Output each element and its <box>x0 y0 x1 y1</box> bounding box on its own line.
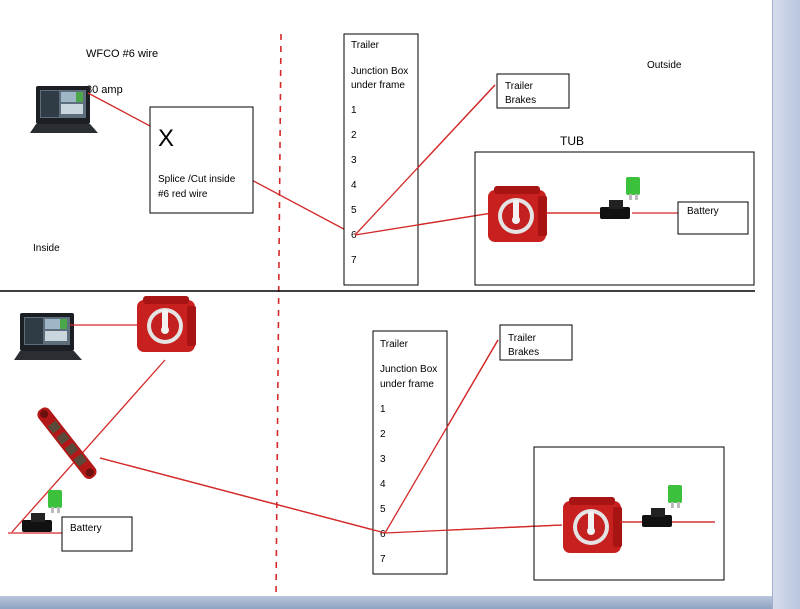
bottom-tub-box <box>533 446 725 581</box>
junction-top-pin: 2 <box>351 130 357 141</box>
junction-box-top <box>343 33 419 286</box>
inside-label: Inside <box>33 243 60 254</box>
monitor-icon <box>14 313 82 360</box>
amp-label: 30 amp <box>86 84 123 96</box>
window-bottom-edge <box>0 596 772 609</box>
junction-top-pin: 4 <box>351 180 357 191</box>
wire-switch-to-battery <box>11 359 166 533</box>
wire-overlay <box>384 524 563 534</box>
splice-box <box>149 106 254 214</box>
tub-label: TUB <box>560 134 584 148</box>
junction-bottom-pin: 7 <box>380 554 386 565</box>
wire-overlay <box>354 84 496 236</box>
junction-bottom-pin: 5 <box>380 504 386 515</box>
junction-top-title: Trailer <box>351 40 380 51</box>
junction-bottom-line1: Junction Box <box>380 364 437 375</box>
outside-label: Outside <box>647 60 682 71</box>
battery-bottom <box>61 516 133 552</box>
wire-overlay <box>384 339 499 534</box>
inside-outside-divider <box>275 33 282 596</box>
junction-bottom-pin: 3 <box>380 454 386 465</box>
splice-text-2: #6 red wire <box>158 189 208 200</box>
battery-switch-icon <box>137 296 196 352</box>
wiring-diagram: WFCO #6 wire 30 amp X Splice /Cut inside… <box>0 33 755 596</box>
junction-top-pin: 7 <box>351 255 357 266</box>
battery-switch-icon <box>488 186 547 242</box>
junction-bottom-pin: 1 <box>380 404 386 415</box>
junction-top-pin: 1 <box>351 105 357 116</box>
splice-x-mark: X <box>158 125 174 152</box>
brakes-bottom-line1: Trailer <box>508 333 537 344</box>
wire-overlay <box>99 457 386 534</box>
junction-bottom-title: Trailer <box>380 339 409 350</box>
battery-bottom-label: Battery <box>70 523 102 534</box>
splice-text-1: Splice /Cut inside <box>158 174 236 185</box>
fuse-icon <box>22 490 62 532</box>
junction-bottom-pin: 2 <box>380 429 386 440</box>
brakes-top-line1: Trailer <box>505 81 534 92</box>
junction-top-pin: 5 <box>351 205 357 216</box>
junction-top-pin: 3 <box>351 155 357 166</box>
vertical-scrollbar[interactable] <box>772 0 800 609</box>
trailer-brakes-top <box>496 73 570 109</box>
junction-top-pin: 6 <box>351 230 357 241</box>
battery-switch-icon <box>563 497 622 553</box>
bus-bar-icon <box>37 407 97 479</box>
junction-top-line1: Junction Box <box>351 66 408 77</box>
battery-top-label: Battery <box>687 206 719 217</box>
junction-bottom-line2: under frame <box>380 379 434 390</box>
junction-bottom-pin: 4 <box>380 479 386 490</box>
monitor-icon <box>30 86 98 133</box>
brakes-bottom-line2: Brakes <box>508 347 539 358</box>
battery-top <box>677 201 749 235</box>
wire-overlay <box>354 212 493 236</box>
wfco-label: WFCO #6 wire <box>86 48 158 60</box>
junction-top-line2: under frame <box>351 80 405 91</box>
trailer-brakes-bottom <box>499 324 573 361</box>
brakes-top-line2: Brakes <box>505 95 536 106</box>
diagram-page: WFCO #6 wire 30 amp X Splice /Cut inside… <box>0 0 772 596</box>
junction-bottom-pin: 6 <box>380 529 386 540</box>
tub-box <box>474 151 755 286</box>
fuse-icon <box>642 485 682 527</box>
